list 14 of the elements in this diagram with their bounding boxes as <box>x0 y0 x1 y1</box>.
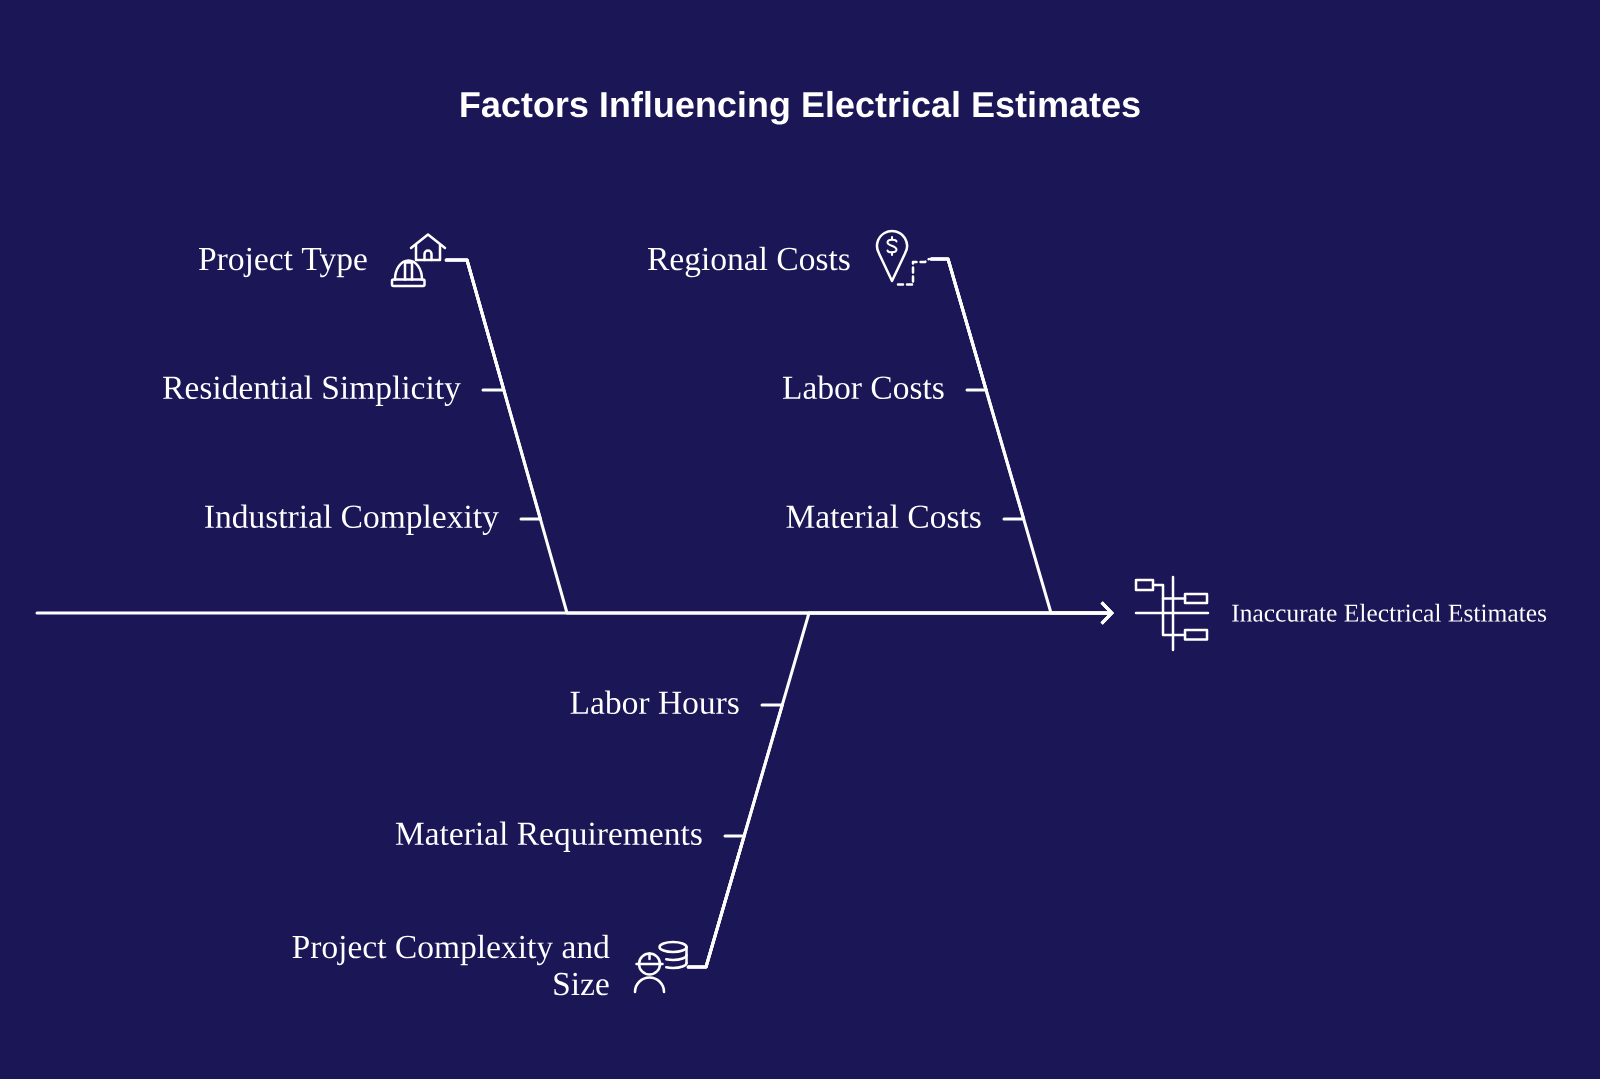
title: Factors Influencing Electrical Estimates <box>461 90 1140 125</box>
cause-label: Material Costs <box>786 504 981 529</box>
category-label: Regional Costs <box>648 246 850 278</box>
effect-label: Inaccurate Electrical Estimates <box>1232 603 1547 622</box>
category-label: Project Type <box>199 247 367 278</box>
category-label: Project Complexity and Size <box>292 934 610 996</box>
branch-line <box>929 257 1026 521</box>
cause-label: Residential Simplicity <box>163 375 461 406</box>
cause-label: Industrial Complexity <box>205 504 499 535</box>
cause-label: Labor Costs <box>782 375 944 400</box>
cause-label: Material Requirements <box>395 821 702 852</box>
branch-line <box>444 258 542 521</box>
branch-line <box>686 834 746 969</box>
cause-label: Labor Hours <box>570 690 739 715</box>
